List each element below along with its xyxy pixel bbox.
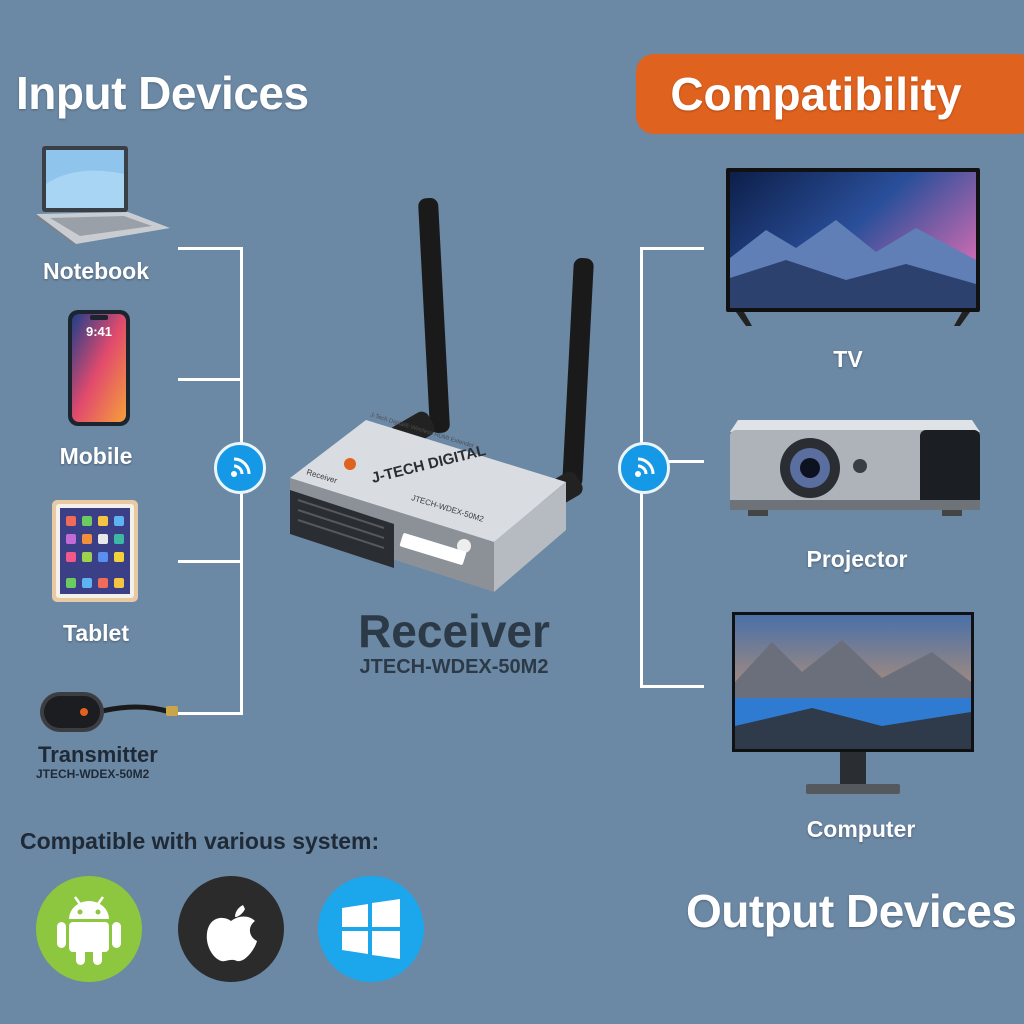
input-device-label-transmitter: Transmitter [38,742,158,767]
input-device-label-mobile: Mobile [59,443,133,469]
android-icon [36,876,142,982]
input-bracket-line-transmitter [178,712,242,715]
receiver-model: JTECH-WDEX-50M2 [359,656,549,678]
tv-icon [726,168,980,333]
output-bracket-line-computer [640,685,704,688]
input-bracket-line-notebook [178,247,242,250]
wifi-icon [618,442,670,494]
windows-icon [318,876,424,982]
transmitter-dongle-icon [38,690,184,739]
output-devices-heading: Output Devices [686,885,1017,937]
input-device-label-notebook: Notebook [42,258,150,284]
receiver-title: Receiver [358,605,550,657]
wifi-icon [214,442,266,494]
phone-icon: 9:41 [68,310,130,431]
projector-icon [728,412,982,521]
output-device-label-projector: Projector [806,546,908,572]
input-bracket-line-mobile [178,378,242,381]
apple-icon [178,876,284,982]
output-device-label-tv: TV [833,346,863,372]
monitor-icon [732,612,974,801]
output-bracket-line-projector [640,460,704,463]
tablet-icon [52,500,138,607]
output-device-label-computer: Computer [806,816,916,842]
compatible-systems-title: Compatible with various system: [20,828,380,854]
compatibility-badge: Compatibility [636,54,1024,134]
phone-screen-time: 9:41 [85,324,113,339]
input-devices-heading: Input Devices [16,67,309,119]
input-device-label-tablet: Tablet [62,620,130,646]
laptop-icon [36,144,172,251]
transmitter-model: JTECH-WDEX-50M2 [36,767,150,781]
input-bracket-line-tablet [178,560,242,563]
output-bracket-line-tv [640,247,704,250]
receiver-device: J-TECH DIGITAL JTECH-WDEX-50M2 Receiver … [284,190,604,615]
